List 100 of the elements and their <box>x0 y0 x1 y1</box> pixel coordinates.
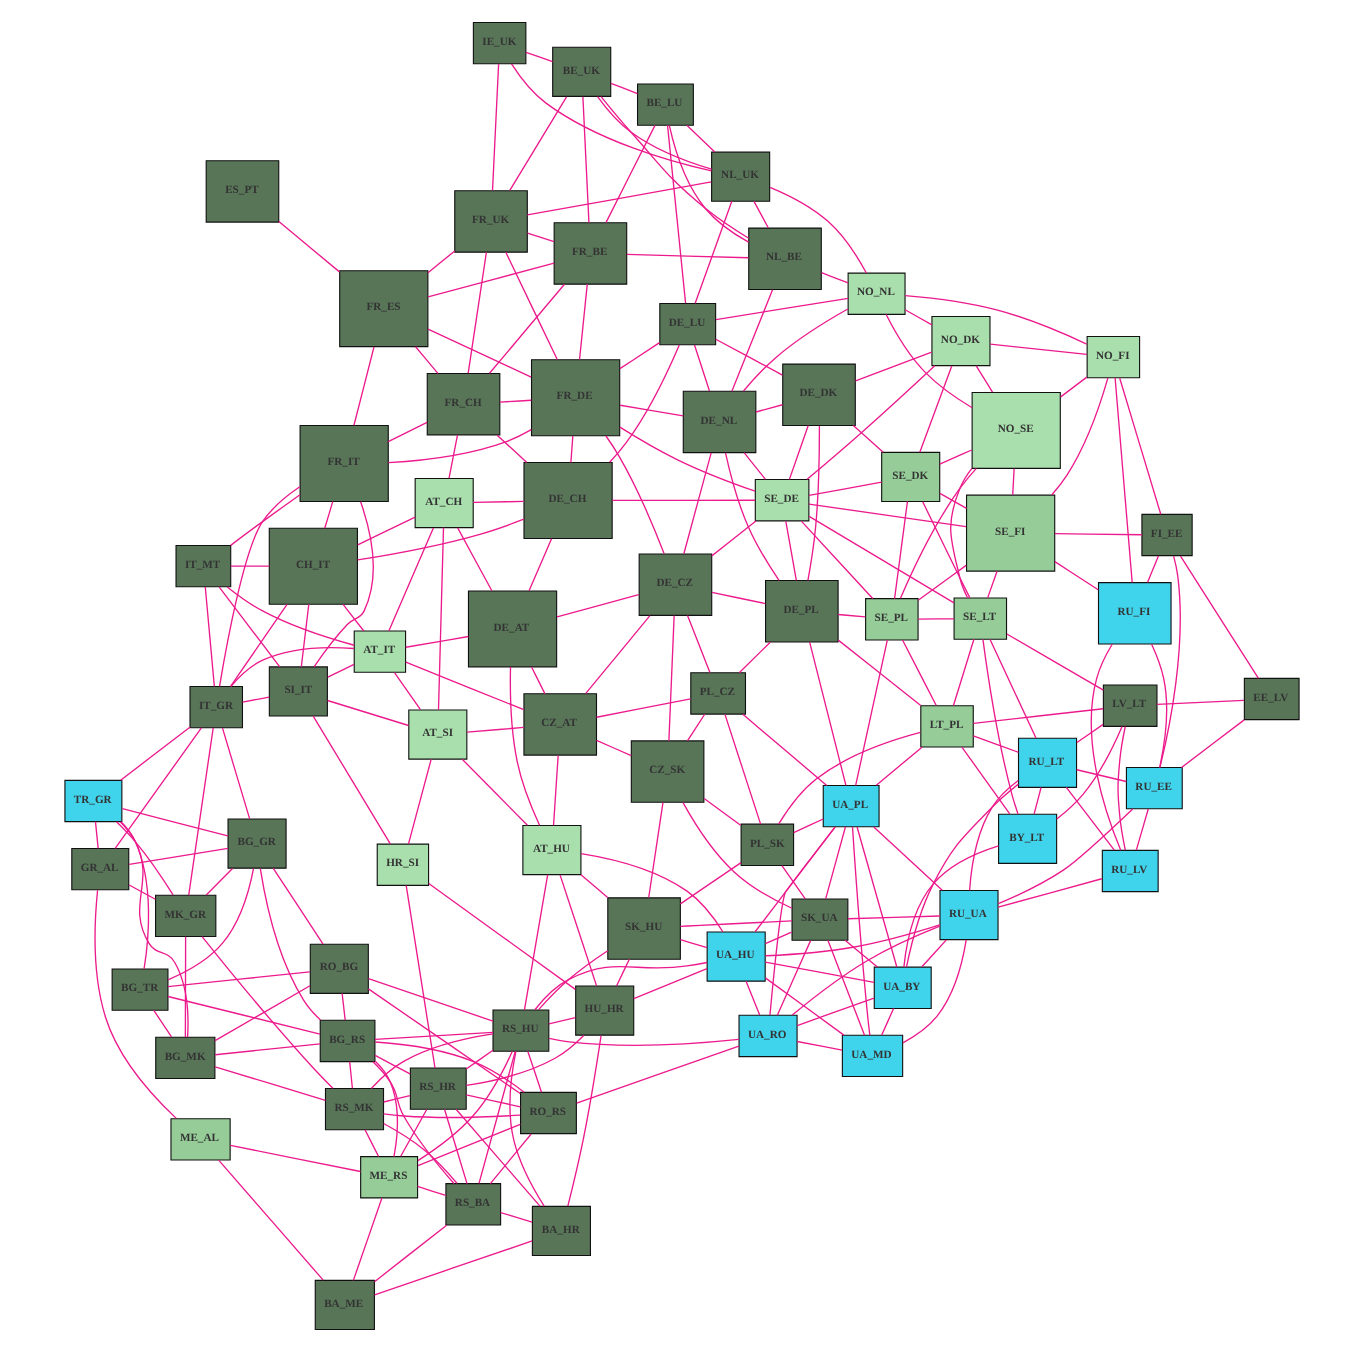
connector <box>1033 785 1042 814</box>
connector <box>982 637 1019 814</box>
connector <box>611 498 756 501</box>
connector <box>679 937 708 948</box>
connector <box>745 979 761 1015</box>
connector <box>580 851 724 932</box>
connector <box>807 424 821 581</box>
connector <box>686 123 716 152</box>
connector <box>668 613 675 741</box>
connector <box>881 1006 895 1035</box>
connector <box>755 403 784 412</box>
connector <box>968 778 1019 890</box>
connector <box>372 1060 455 1184</box>
connector <box>226 585 355 645</box>
connector <box>578 282 588 360</box>
connector <box>619 341 661 369</box>
connector <box>167 866 255 980</box>
connector <box>312 714 391 844</box>
connector <box>791 924 941 1015</box>
connector <box>167 970 311 987</box>
connector <box>753 199 769 228</box>
connector <box>742 712 828 786</box>
connector <box>115 820 174 895</box>
connector <box>764 930 793 944</box>
connector <box>387 428 532 463</box>
connector <box>806 364 936 479</box>
connector <box>387 420 428 442</box>
connector <box>94 888 177 1119</box>
connector <box>570 434 574 463</box>
connector <box>731 288 774 391</box>
connector <box>478 1050 516 1183</box>
connector <box>856 825 898 967</box>
connector <box>218 485 301 687</box>
connector <box>467 250 488 373</box>
connector <box>605 123 656 223</box>
connector <box>972 707 1104 724</box>
connector <box>491 62 500 191</box>
connector <box>686 712 706 741</box>
connector <box>242 695 270 702</box>
connector <box>724 451 780 580</box>
connector <box>382 1112 521 1118</box>
connector <box>808 502 967 527</box>
connector <box>793 817 824 833</box>
connector <box>682 800 793 908</box>
connector <box>952 637 975 706</box>
connector <box>903 844 1000 967</box>
connector <box>764 923 941 956</box>
connector <box>724 712 762 824</box>
connector <box>989 342 1088 354</box>
connector <box>525 50 554 62</box>
connector <box>559 873 598 986</box>
connector <box>488 282 566 373</box>
connector <box>905 782 1020 967</box>
connector <box>405 634 470 647</box>
connector <box>668 124 750 242</box>
connector <box>837 638 922 706</box>
connector <box>808 480 883 495</box>
connector <box>342 602 365 631</box>
connector <box>972 734 1020 752</box>
connector <box>523 873 549 1010</box>
connector <box>509 665 541 825</box>
connector <box>715 337 784 375</box>
connector <box>997 807 1134 904</box>
connector <box>975 364 994 392</box>
connector <box>128 846 229 865</box>
connector <box>1179 554 1260 678</box>
connector <box>619 425 756 491</box>
connector <box>778 730 922 824</box>
connector <box>510 62 713 171</box>
connector <box>457 526 493 591</box>
connector <box>465 1093 522 1107</box>
connector <box>357 515 416 545</box>
connector <box>580 873 609 898</box>
connector <box>357 517 525 560</box>
connector <box>769 825 836 1015</box>
connector <box>528 537 553 591</box>
connector <box>693 343 711 391</box>
connector <box>754 825 836 932</box>
connector <box>443 1107 468 1184</box>
connector <box>989 637 1037 738</box>
connector <box>405 884 436 1068</box>
connector <box>827 938 866 1035</box>
connector <box>899 466 977 598</box>
connector <box>204 585 215 686</box>
connector <box>1159 554 1181 767</box>
connector <box>738 640 771 673</box>
connector <box>679 919 793 927</box>
connector <box>1065 785 1115 850</box>
connector <box>509 1049 545 1206</box>
connector <box>489 1132 532 1184</box>
connector <box>1054 560 1099 590</box>
connector <box>921 938 948 967</box>
connector <box>683 451 712 554</box>
connector <box>648 800 664 898</box>
connector <box>808 514 955 603</box>
connector <box>341 991 346 1020</box>
connector <box>465 1033 585 1086</box>
connector <box>427 249 456 273</box>
connector <box>405 660 525 710</box>
connector <box>1090 642 1122 850</box>
